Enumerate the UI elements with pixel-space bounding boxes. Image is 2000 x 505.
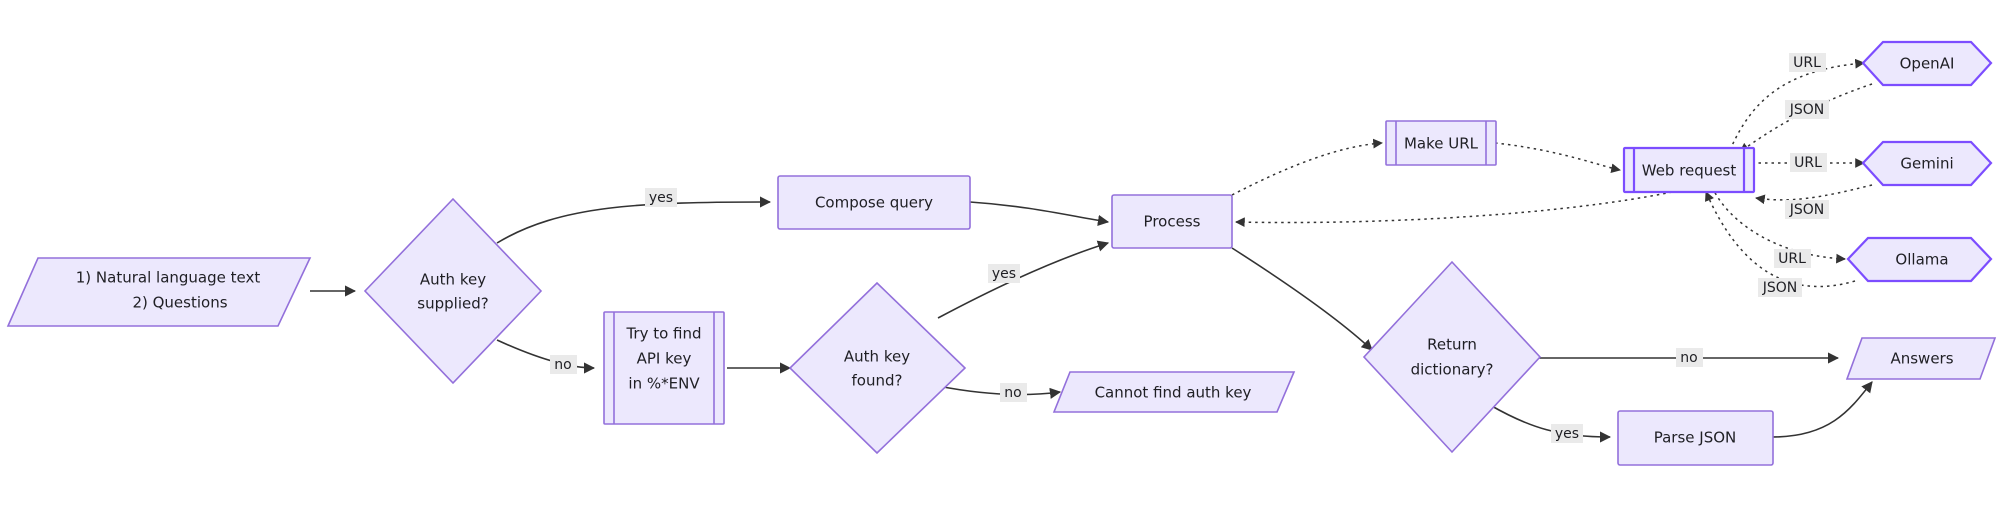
edge-label-url-ollama: URL bbox=[1774, 249, 1811, 268]
node-make-url[interactable]: Make URL bbox=[1385, 120, 1497, 166]
node-gemini[interactable]: Gemini bbox=[1861, 140, 1993, 187]
edge-label-url-openai: URL bbox=[1789, 53, 1826, 72]
node-auth-found-line1: Auth key bbox=[844, 348, 910, 366]
edge-label-no-cannot-find-text: no bbox=[1004, 385, 1021, 401]
gemini-hexagon-shape bbox=[1861, 140, 1993, 187]
openai-hexagon-shape bbox=[1861, 40, 1993, 87]
edge-web-request-to-process bbox=[1235, 191, 1673, 228]
edge-auth-supplied-yes-to-compose bbox=[496, 196, 772, 244]
node-auth-supplied-line1: Auth key bbox=[420, 271, 486, 289]
node-openai[interactable]: OpenAI bbox=[1861, 40, 1993, 87]
edge-gemini-to-web-request bbox=[1755, 184, 1873, 205]
edge-make-url-to-web-request bbox=[1494, 142, 1621, 174]
node-make-url-label: Make URL bbox=[1404, 135, 1479, 153]
edge-label-json-openai-text: JSON bbox=[1789, 102, 1825, 118]
edge-label-url-ollama-text: URL bbox=[1778, 251, 1806, 267]
edge-label-json-ollama-text: JSON bbox=[1762, 280, 1798, 296]
edge-label-url-gemini: URL bbox=[1790, 153, 1827, 172]
node-parse-json-label: Parse JSON bbox=[1654, 429, 1737, 447]
node-input[interactable]: 1) Natural language text 2) Questions bbox=[6, 257, 312, 327]
node-auth-key-found[interactable]: Auth key found? bbox=[788, 281, 967, 455]
auth-found-diamond-shape bbox=[788, 281, 967, 455]
compose-query-rect-shape bbox=[777, 175, 971, 230]
return-dict-diamond-shape bbox=[1362, 260, 1542, 454]
make-url-subroutine-shape bbox=[1385, 120, 1497, 166]
edge-auth-supplied-no-to-try-find bbox=[496, 339, 596, 374]
edge-label-json-openai: JSON bbox=[1785, 100, 1829, 119]
edge-web-request-to-ollama bbox=[1711, 186, 1846, 264]
edge-label-yes-process: yes bbox=[988, 264, 1020, 283]
ollama-hexagon-shape bbox=[1846, 236, 1993, 283]
nodes-layer: 1) Natural language text 2) Questions Au… bbox=[6, 40, 1997, 466]
node-answers[interactable]: Answers bbox=[1845, 337, 1997, 380]
edge-label-no-cannot-find: no bbox=[1000, 383, 1027, 402]
edge-label-no-answers-text: no bbox=[1680, 350, 1697, 366]
edge-labels-layer: yes no yes no URL JSON URL JSON bbox=[550, 53, 1829, 443]
edge-label-no-answers: no bbox=[1676, 348, 1703, 367]
edge-label-json-gemini: JSON bbox=[1785, 200, 1829, 219]
node-cannot-find-auth-key[interactable]: Cannot find auth key bbox=[1052, 371, 1296, 413]
edge-label-json-gemini-text: JSON bbox=[1789, 202, 1825, 218]
parse-json-rect-shape bbox=[1617, 410, 1774, 466]
node-return-dictionary[interactable]: Return dictionary? bbox=[1362, 260, 1542, 454]
edge-compose-to-process bbox=[969, 201, 1110, 226]
node-input-line2: 2) Questions bbox=[132, 294, 227, 312]
edge-auth-found-no-to-cannot-find bbox=[937, 385, 1062, 399]
edge-label-no-try-find-text: no bbox=[554, 357, 571, 373]
edge-label-url-gemini-text: URL bbox=[1794, 155, 1822, 171]
edge-ollama-to-web-request bbox=[1705, 191, 1856, 288]
edge-label-yes-compose: yes bbox=[645, 188, 677, 207]
input-parallelogram-shape bbox=[6, 257, 312, 327]
node-compose-query-label: Compose query bbox=[815, 194, 933, 212]
cannot-find-parallelogram-shape bbox=[1052, 371, 1296, 413]
edge-process-to-return-dict bbox=[1231, 247, 1373, 351]
edge-label-yes-parse-json-text: yes bbox=[1555, 426, 1579, 442]
node-auth-key-supplied[interactable]: Auth key supplied? bbox=[363, 197, 543, 385]
process-rect-shape bbox=[1111, 194, 1233, 249]
edges-layer bbox=[310, 58, 1873, 443]
edge-label-url-openai-text: URL bbox=[1793, 55, 1821, 71]
web-request-subroutine-shape bbox=[1622, 146, 1756, 194]
node-auth-supplied-line2: supplied? bbox=[417, 295, 488, 313]
answers-parallelogram-shape bbox=[1845, 337, 1997, 380]
node-return-dict-line1: Return bbox=[1427, 336, 1477, 354]
edge-return-dict-yes-to-parse-json bbox=[1489, 404, 1612, 443]
edge-label-yes-parse-json: yes bbox=[1551, 424, 1583, 443]
node-process-label: Process bbox=[1144, 213, 1201, 231]
node-ollama[interactable]: Ollama bbox=[1846, 236, 1993, 283]
node-compose-query[interactable]: Compose query bbox=[777, 175, 971, 230]
node-process[interactable]: Process bbox=[1111, 194, 1233, 249]
node-ollama-label: Ollama bbox=[1895, 251, 1948, 269]
node-cannot-find-label: Cannot find auth key bbox=[1095, 384, 1252, 402]
edge-process-to-make-url bbox=[1231, 138, 1383, 196]
node-answers-label: Answers bbox=[1890, 350, 1953, 368]
edge-auth-found-yes-to-process bbox=[937, 240, 1110, 319]
node-try-find-line2: API key bbox=[637, 350, 692, 368]
node-parse-json[interactable]: Parse JSON bbox=[1617, 410, 1774, 466]
try-find-subroutine-shape bbox=[603, 311, 725, 425]
edge-label-json-ollama: JSON bbox=[1758, 278, 1802, 297]
node-openai-label: OpenAI bbox=[1900, 55, 1955, 73]
node-try-find-api-key[interactable]: Try to find API key in %*ENV bbox=[603, 311, 725, 425]
edge-label-no-try-find: no bbox=[550, 355, 577, 374]
edge-web-request-to-openai bbox=[1729, 58, 1865, 151]
node-try-find-line3: in %*ENV bbox=[628, 375, 700, 393]
node-return-dict-line2: dictionary? bbox=[1411, 361, 1494, 379]
node-try-find-line1: Try to find bbox=[625, 325, 701, 343]
node-web-request-label: Web request bbox=[1642, 162, 1737, 180]
edge-parse-json-to-answers bbox=[1771, 381, 1873, 438]
node-gemini-label: Gemini bbox=[1900, 155, 1953, 173]
node-auth-found-line2: found? bbox=[852, 372, 903, 390]
node-web-request[interactable]: Web request bbox=[1622, 146, 1756, 194]
auth-supplied-diamond-shape bbox=[363, 197, 543, 385]
edge-label-yes-process-text: yes bbox=[992, 266, 1016, 282]
node-input-line1: 1) Natural language text bbox=[76, 269, 261, 287]
edge-label-yes-compose-text: yes bbox=[649, 190, 673, 206]
